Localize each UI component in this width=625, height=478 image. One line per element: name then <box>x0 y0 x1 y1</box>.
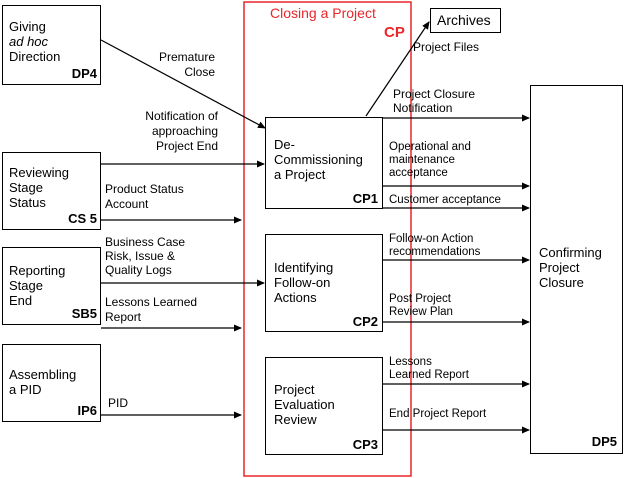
cs5-line-2: Stage <box>9 180 43 195</box>
cs5-line-1: Reviewing <box>9 165 69 180</box>
cp2-line-3: Actions <box>274 290 317 305</box>
product-status-label: Product Status Account <box>105 183 184 210</box>
business-case-line-2: Risk, Issue & <box>105 249 176 263</box>
operational-label: Operational and maintenance acceptance <box>389 141 471 179</box>
lessons-learned-line-1: Lessons Learned <box>105 295 198 309</box>
pid-label: PID <box>108 396 129 410</box>
lessons-report-line-2: Learned Report <box>389 369 469 381</box>
dp4-code: DP4 <box>71 66 97 81</box>
cp3-line-1: Project <box>274 382 315 397</box>
operational-line-2: maintenance <box>389 154 455 166</box>
cp3-code: CP3 <box>352 437 378 452</box>
operational-line-1: Operational and <box>389 141 471 153</box>
cs5-code: CS 5 <box>68 211 97 226</box>
lessons-report-line-1: Lessons <box>389 356 432 368</box>
business-case-line-1: Business Case <box>105 235 186 249</box>
reporting-stage-end-box: Reporting Stage End SB5 <box>2 247 101 325</box>
business-case-line-3: Quality Logs <box>105 263 172 277</box>
dp5-line-3: Closure <box>539 275 584 290</box>
notification-line-2: approaching <box>151 124 218 138</box>
business-case-label: Business Case Risk, Issue & Quality Logs <box>105 236 185 276</box>
closing-project-title: Closing a Project <box>270 5 376 21</box>
notification-line-3: Project End <box>155 139 218 153</box>
sb5-line-2: Stage <box>9 278 43 293</box>
cp2-line-2: Follow-on <box>274 275 331 290</box>
cp1-line-3: a Project <box>274 167 326 182</box>
confirming-closure-box: Confirming Project Closure DP5 <box>530 85 623 454</box>
cp3-line-2: Evaluation <box>274 397 335 412</box>
cs5-line-3: Status <box>9 195 46 210</box>
dp4-line-3: Direction <box>9 49 61 64</box>
cp1-box: De- Commissioning a Project CP1 <box>265 117 383 209</box>
lessons-learned-line-2: Report <box>105 310 142 324</box>
dp4-line-1: Giving <box>9 19 46 34</box>
post-project-line-1: Post Project <box>389 293 451 305</box>
post-project-line-2: Review Plan <box>389 306 453 318</box>
closure-notification-label: Project Closure Notification <box>393 88 475 114</box>
product-status-line-2: Account <box>105 197 149 211</box>
sb5-line-3: End <box>9 293 33 308</box>
follow-on-line-2: recommendations <box>389 246 481 258</box>
dp5-line-2: Project <box>539 260 580 275</box>
sb5-code: SB5 <box>71 306 97 321</box>
arrow-project-files <box>365 21 430 117</box>
cp1-line-1: De- <box>274 137 295 152</box>
cp3-box: Project Evaluation Review CP3 <box>265 357 383 455</box>
assembling-pid-box: Assembling a PID IP6 <box>2 344 101 422</box>
archives-box: Archives <box>430 8 501 33</box>
cp-process-code: CP <box>384 24 405 41</box>
closing-project-frame <box>243 1 412 477</box>
closure-notification-line-1: Project Closure <box>393 87 476 101</box>
project-files-label: Project Files <box>413 40 480 54</box>
dp5-line-1: Confirming <box>539 245 602 260</box>
product-status-line-1: Product Status <box>105 182 184 196</box>
end-project-label: End Project Report <box>389 408 487 420</box>
notification-label: Notification of approaching Project End <box>122 110 218 152</box>
lessons-learned-label: Lessons Learned Report <box>105 296 197 323</box>
lessons-report-label: Lessons Learned Report <box>389 356 469 381</box>
cp1-code: CP1 <box>352 191 378 206</box>
premature-close-line-1: Premature <box>158 50 215 64</box>
reviewing-stage-status-box: Reviewing Stage Status CS 5 <box>2 152 101 230</box>
giving-direction-box: Giving ad hoc Direction DP4 <box>2 5 101 85</box>
sb5-line-1: Reporting <box>9 263 66 278</box>
ip6-line-2: a PID <box>9 382 42 397</box>
cp3-line-3: Review <box>274 412 317 427</box>
follow-on-line-1: Follow-on Action <box>389 233 474 245</box>
premature-close-label: Premature Close <box>147 51 215 78</box>
ip6-line-1: Assembling <box>9 367 77 382</box>
closure-notification-line-2: Notification <box>393 101 453 115</box>
cp2-code: CP2 <box>352 314 378 329</box>
ip6-code: IP6 <box>77 403 97 418</box>
cp1-line-2: Commissioning <box>274 152 363 167</box>
arrow-premature-close <box>100 39 266 129</box>
notification-line-1: Notification of <box>145 109 218 123</box>
cp2-box: Identifying Follow-on Actions CP2 <box>265 234 383 332</box>
customer-acceptance-label: Customer acceptance <box>389 194 501 206</box>
cp2-line-1: Identifying <box>274 260 334 275</box>
archives-label: Archives <box>437 12 491 28</box>
dp5-code: DP5 <box>591 434 617 449</box>
operational-line-3: acceptance <box>389 167 448 179</box>
post-project-label: Post Project Review Plan <box>389 293 453 318</box>
follow-on-label: Follow-on Action recommendations <box>389 233 480 258</box>
premature-close-line-2: Close <box>184 65 215 79</box>
dp4-line-2: ad hoc <box>9 34 49 49</box>
